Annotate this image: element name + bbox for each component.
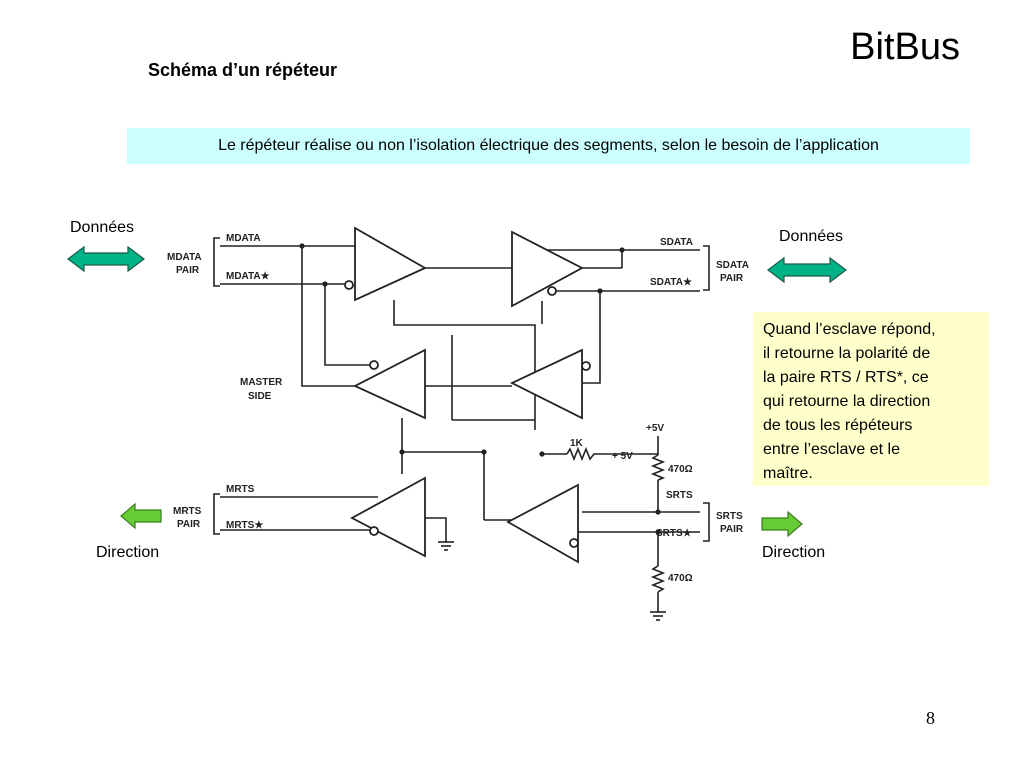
label-srts: SRTS — [666, 490, 693, 501]
resistor-470-bottom — [650, 565, 666, 593]
sdata-bracket — [703, 245, 710, 291]
note-line: maître. — [763, 465, 813, 482]
buffer-slave-return — [509, 348, 583, 420]
label-mrts-pair: PAIR — [177, 519, 201, 530]
label-sdata-pair: SDATA — [716, 260, 749, 271]
resistor-1k — [566, 446, 596, 462]
resistor-470-top — [650, 454, 666, 481]
direction-arrow-right — [761, 510, 803, 538]
label-resistor-470: 470Ω — [668, 464, 693, 475]
label-srts-pair: PAIR — [720, 524, 744, 535]
data-arrow-left — [67, 245, 145, 273]
page-number: 8 — [926, 708, 935, 728]
label-mdata: MDATA — [226, 233, 261, 244]
label-master-side: SIDE — [248, 391, 272, 402]
inverting-bubble — [344, 280, 354, 290]
inverting-bubble — [569, 538, 579, 548]
buffer-mdata-in — [354, 226, 427, 302]
note-line: de tous les répéteurs — [763, 417, 913, 434]
junction-dots — [299, 243, 661, 535]
donnees-left-label: Données — [70, 219, 135, 236]
mrts-bracket — [213, 493, 220, 535]
info-banner: Le répéteur réalise ou non l’isolation é… — [127, 128, 970, 164]
inverting-bubble — [581, 361, 591, 371]
label-resistor-1k: 1K — [570, 438, 584, 449]
note-line: qui retourne la direction — [763, 393, 931, 410]
schematic-wires — [220, 245, 700, 612]
label-srts-star: SRTS★ — [656, 528, 692, 539]
buffer-sdata-out — [511, 230, 584, 308]
inverting-bubble — [369, 526, 379, 536]
srts-bracket — [703, 502, 710, 542]
direction-arrow-left — [120, 502, 162, 530]
slide-title: BitBus — [850, 26, 960, 68]
label-srts-pair: SRTS — [716, 511, 743, 522]
slide-subtitle: Schéma d’un répéteur — [148, 60, 338, 80]
buffer-master-return — [352, 348, 426, 420]
inverting-bubble — [369, 360, 379, 370]
direction-left-label: Direction — [96, 544, 160, 561]
note-line: il retourne la polarité de — [763, 345, 931, 362]
buffer-mrts — [350, 476, 426, 558]
buffer-srts — [506, 483, 579, 564]
ground-symbol — [650, 611, 666, 621]
label-plus5v: +5V — [646, 423, 664, 434]
label-mrts-pair: MRTS — [173, 506, 202, 517]
direction-right-label: Direction — [762, 544, 826, 561]
label-plus5v: + 5V — [612, 451, 633, 462]
label-mdata-pair: PAIR — [176, 265, 200, 276]
label-mrts: MRTS — [226, 484, 255, 495]
inverting-bubble — [547, 286, 557, 296]
label-mdata-pair: MDATA — [167, 252, 202, 263]
label-sdata: SDATA — [660, 237, 693, 248]
label-sdata-star: SDATA★ — [650, 277, 692, 288]
donnees-right-label: Données — [779, 228, 844, 245]
label-mrts-star: MRTS★ — [226, 520, 263, 531]
ground-symbol — [438, 541, 454, 551]
label-master-side: MASTER — [240, 377, 283, 388]
label-sdata-pair: PAIR — [720, 273, 744, 284]
explanation-note: Quand l’esclave répond, il retourne la p… — [753, 312, 989, 486]
note-line: entre l’esclave et le — [763, 441, 900, 458]
note-line: la paire RTS / RTS*, ce — [763, 369, 929, 386]
data-arrow-right — [767, 256, 847, 284]
mdata-bracket — [213, 237, 220, 287]
label-resistor-470: 470Ω — [668, 573, 693, 584]
label-mdata-star: MDATA★ — [226, 271, 270, 282]
note-line: Quand l’esclave répond, — [763, 321, 936, 338]
